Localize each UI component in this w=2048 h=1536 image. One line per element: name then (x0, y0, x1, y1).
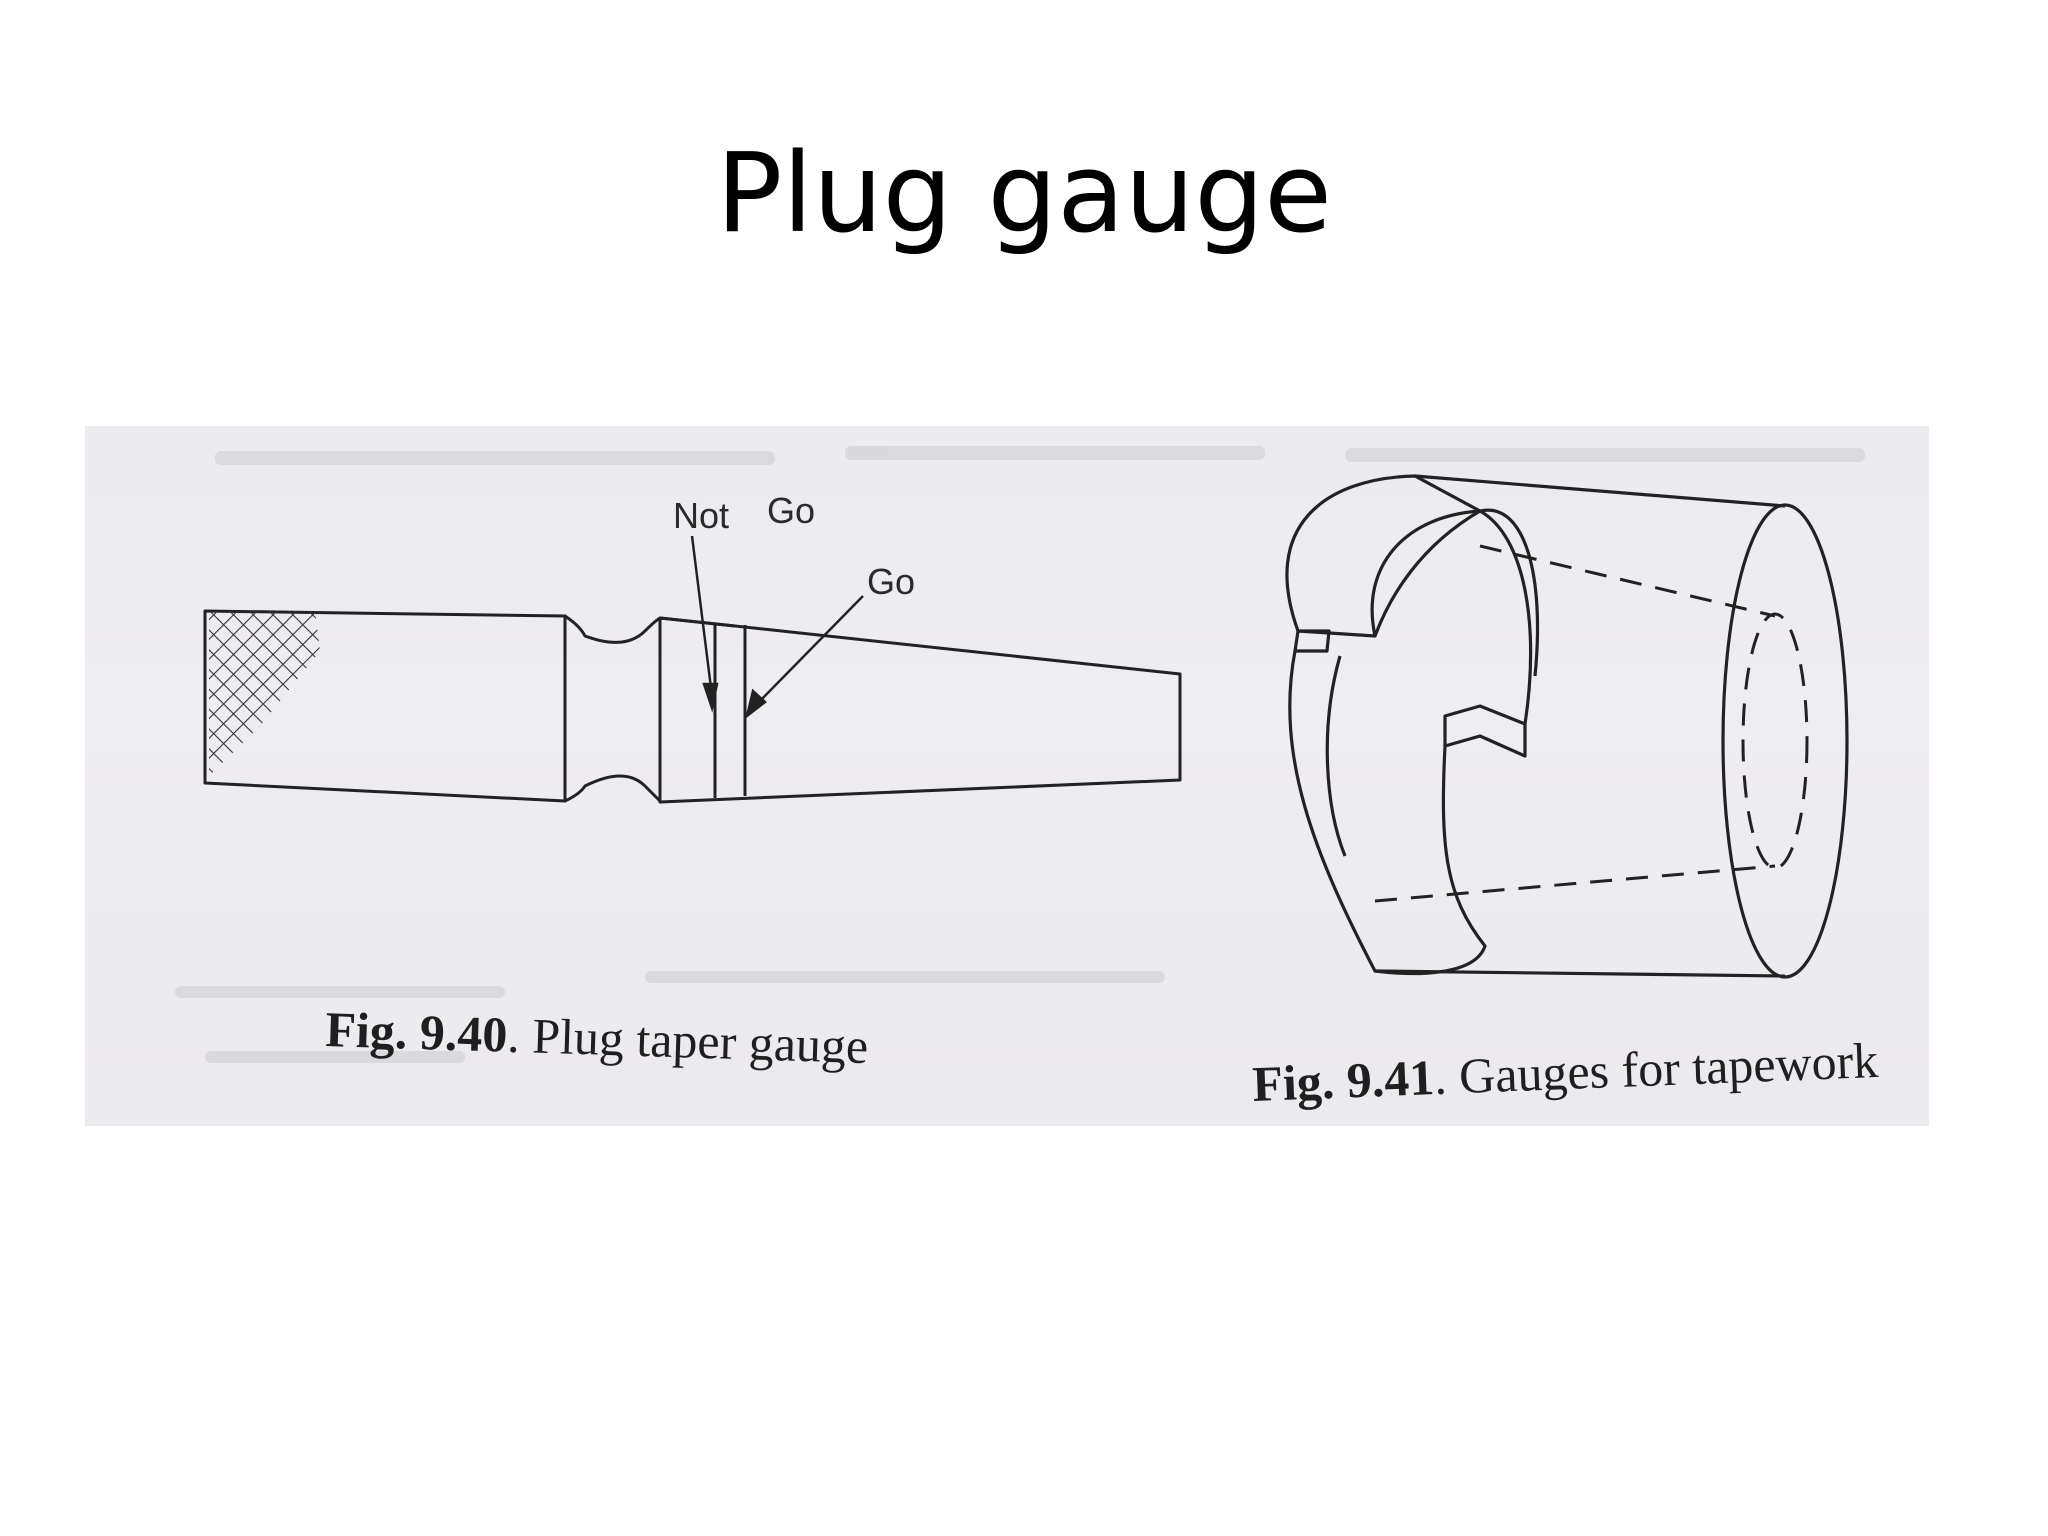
slide-title: Plug gauge (716, 129, 1332, 257)
ring-outer-front (1285, 474, 1482, 638)
caption-fig-941-text: . Gauges for tapework (1433, 1032, 1879, 1105)
gauge-leader-arrows (690, 535, 864, 720)
caption-fig-941-number: Fig. 9.41 (1251, 1049, 1435, 1112)
textbook-photo: Not Go Go (85, 426, 1929, 1126)
label-go: Go (867, 561, 915, 602)
caption-fig-940-number: Fig. 9.40 (325, 1001, 509, 1063)
label-not-go: Not (673, 495, 729, 536)
taper-ring-gauge-drawing (1285, 474, 1849, 979)
caption-fig-940-text: . Plug taper gauge (507, 1007, 870, 1074)
cylinder-top-line (1414, 474, 1786, 508)
cylinder-back-end (1721, 503, 1849, 979)
figure-canvas: Not Go Go (175, 446, 1879, 1112)
hidden-taper-lines (1374, 544, 1809, 903)
caption-fig-941: Fig. 9.41. Gauges for tapework (1251, 1032, 1879, 1112)
knurled-grip (209, 611, 320, 776)
caption-fig-940: Fig. 9.40. Plug taper gauge (325, 1001, 869, 1074)
cylinder-bottom-line (1374, 969, 1786, 978)
label-go-top: Go (767, 490, 815, 531)
page-bleed-through (175, 446, 1865, 1063)
gauge-taper-body (658, 616, 1182, 804)
gauge-neck-groove (564, 614, 662, 803)
plug-taper-gauge-drawing (203, 609, 1182, 804)
